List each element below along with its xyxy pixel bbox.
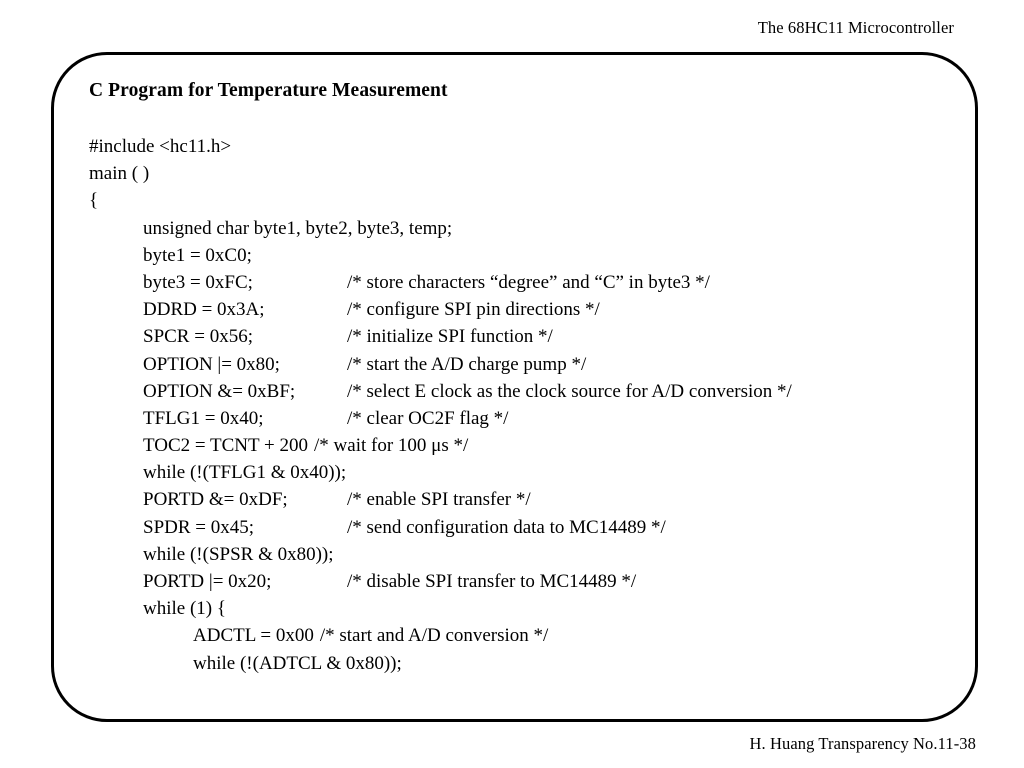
code-text: { bbox=[89, 190, 99, 212]
code-comment: /* configure SPI pin directions */ bbox=[347, 299, 600, 321]
code-text: TFLG1 = 0x40; bbox=[143, 407, 264, 429]
code-line: OPTION &= 0xBF; /* select E clock as the … bbox=[89, 378, 949, 405]
code-comment: /* start and A/D conversion */ bbox=[319, 625, 549, 647]
code-line: TOC2 = TCNT + 200/* wait for 100 μs */ bbox=[89, 432, 949, 459]
code-line: TFLG1 = 0x40; /* clear OC2F flag */ bbox=[89, 405, 949, 432]
code-listing: #include <hc11.h> main ( ) { unsigned char … bbox=[89, 133, 949, 677]
code-text: #include <hc11.h> bbox=[89, 136, 232, 157]
code-line: PORTD &= 0xDF; /* enable SPI transfer */ bbox=[89, 486, 949, 513]
code-comment: /* start the A/D charge pump */ bbox=[347, 353, 587, 375]
code-text: byte3 = 0xFC; bbox=[143, 271, 253, 293]
code-line: OPTION |= 0x80; /* start the A/D charge p… bbox=[89, 351, 949, 378]
code-line: PORTD |= 0x20; /* disable SPI transfer to… bbox=[89, 568, 949, 595]
code-text: main ( ) bbox=[89, 163, 150, 185]
code-line: SPDR = 0x45; /* send configuration data t… bbox=[89, 514, 949, 541]
code-text: SPCR = 0x56; bbox=[143, 326, 253, 348]
code-line: SPCR = 0x56; /* initialize SPI function *… bbox=[89, 323, 949, 350]
code-text: while (!(SPSR & 0x80)); bbox=[143, 543, 334, 565]
code-comment: /* initialize SPI function */ bbox=[347, 326, 553, 348]
code-line: { bbox=[89, 187, 949, 214]
code-text: OPTION &= 0xBF; bbox=[143, 380, 296, 402]
slide-header: The 68HC11 Microcontroller bbox=[757, 18, 954, 37]
code-text: SPDR = 0x45; bbox=[143, 516, 255, 538]
code-comment: /* wait for 100 μs */ bbox=[314, 435, 469, 457]
code-line: while (!(SPSR & 0x80)); bbox=[89, 541, 949, 568]
code-text: while (!(TFLG1 & 0x40)); bbox=[143, 462, 347, 484]
slide-footer: H. Huang Transparency No.11-38 bbox=[749, 734, 976, 753]
page-title: C Program for Temperature Measurement bbox=[89, 80, 448, 101]
code-text: while (1) { bbox=[143, 598, 226, 620]
content-frame bbox=[51, 52, 978, 722]
code-text: PORTD &= 0xDF; bbox=[143, 489, 288, 511]
code-comment: /* disable SPI transfer to MC14489 */ bbox=[347, 571, 637, 592]
code-line: #include <hc11.h> bbox=[89, 133, 949, 160]
code-text: while (!(ADTCL & 0x80)); bbox=[193, 652, 402, 674]
code-line: while (1) { bbox=[89, 595, 949, 622]
code-line: while (!(TFLG1 & 0x40)); bbox=[89, 459, 949, 486]
code-text: OPTION |= 0x80; bbox=[143, 353, 280, 375]
code-line: byte1 = 0xC0; bbox=[89, 242, 949, 269]
code-line: DDRD = 0x3A; /* configure SPI pin directi… bbox=[89, 296, 949, 323]
code-text: byte1 = 0xC0; bbox=[143, 244, 252, 266]
code-comment: /* clear OC2F flag */ bbox=[347, 407, 509, 429]
code-text: ADCTL = 0x00 bbox=[193, 625, 314, 647]
code-line: byte3 = 0xFC; /* store characters “degree… bbox=[89, 269, 949, 296]
code-comment: /* enable SPI transfer */ bbox=[347, 489, 531, 511]
code-comment: /* select E clock as the clock source fo… bbox=[347, 380, 792, 402]
code-text: unsigned char byte1, byte2, byte3, temp; bbox=[143, 217, 453, 239]
code-line: main ( ) bbox=[89, 160, 949, 187]
code-text: TOC2 = TCNT + 200 bbox=[143, 435, 309, 457]
code-comment: /* store characters “degree” and “C” in … bbox=[347, 271, 710, 293]
code-line: ADCTL = 0x00/* start and A/D conversion … bbox=[89, 622, 949, 649]
code-text: PORTD |= 0x20; bbox=[143, 571, 272, 592]
code-line: unsigned char byte1, byte2, byte3, temp; bbox=[89, 215, 949, 242]
code-comment: /* send configuration data to MC14489 */ bbox=[347, 516, 666, 538]
code-line: while (!(ADTCL & 0x80)); bbox=[89, 650, 949, 677]
code-text: DDRD = 0x3A; bbox=[143, 299, 265, 321]
